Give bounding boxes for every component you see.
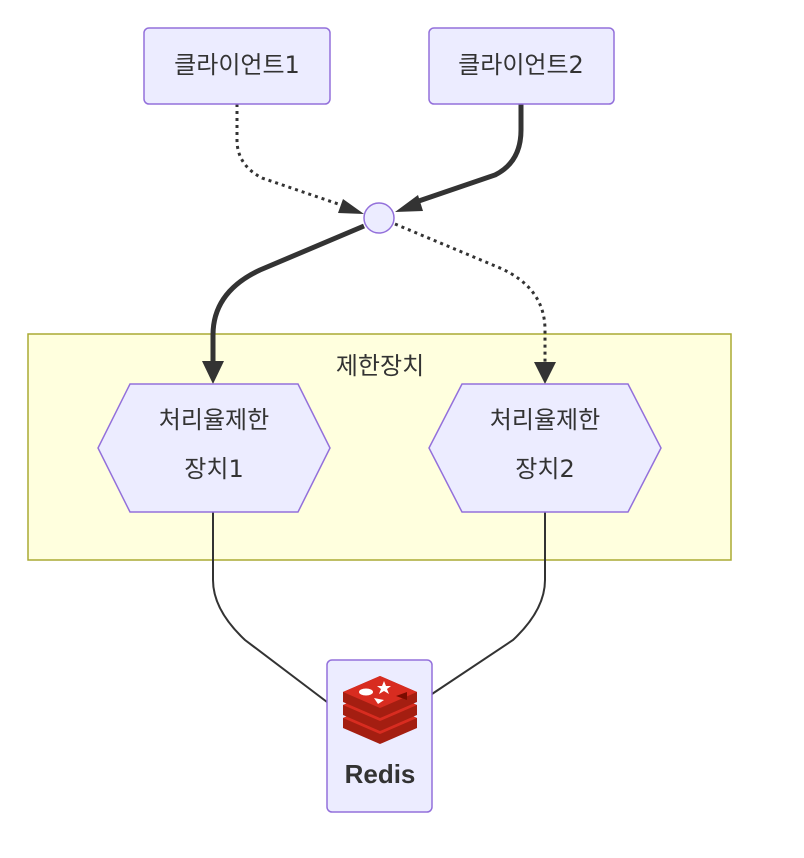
edge-client2-to-junction: [409, 104, 524, 207]
edge-limiter2-to-redis: [431, 512, 546, 695]
redis-label: Redis: [345, 759, 416, 789]
arrowhead-junction-limiter2: [534, 362, 556, 384]
arrowhead-client1-junction: [338, 199, 364, 214]
node-rate-limiter2[interactable]: 처리율제한 장치2: [428, 383, 662, 513]
arrowhead-junction-limiter1: [202, 361, 224, 384]
node-client1[interactable]: 클라이언트1: [143, 27, 331, 105]
client1-label: 클라이언트1: [174, 51, 300, 79]
junction-node[interactable]: [363, 202, 395, 234]
client2-box: [428, 27, 615, 105]
node-redis[interactable]: Redis: [326, 659, 433, 813]
client2-label: 클라이언트2: [458, 51, 584, 79]
rate-limiter1-hexagon: [97, 383, 331, 513]
node-rate-limiter1[interactable]: 처리율제한 장치1: [97, 383, 331, 513]
rate-limiter2-hexagon: [428, 383, 662, 513]
edge-client1-to-junction: [235, 104, 351, 210]
edge-limiter1-to-redis: [212, 512, 328, 703]
edge-junction-to-limiter2: [394, 222, 547, 364]
edge-junction-to-limiter1: [210, 223, 365, 362]
edges: [202, 104, 556, 703]
rate-limiter1-label-line1: 처리율제한: [159, 406, 269, 434]
subgraph-title: 제한장치: [336, 352, 424, 380]
node-client2[interactable]: 클라이언트2: [428, 27, 615, 105]
client1-box: [143, 27, 331, 105]
redis-logo-icon: [343, 676, 417, 744]
rate-limiter2-label-line2: 장치2: [515, 455, 574, 483]
arrowhead-client2-junction: [395, 195, 423, 212]
rate-limiter2-label-line1: 처리율제한: [490, 406, 600, 434]
rate-limiter1-label-line2: 장치1: [184, 455, 243, 483]
